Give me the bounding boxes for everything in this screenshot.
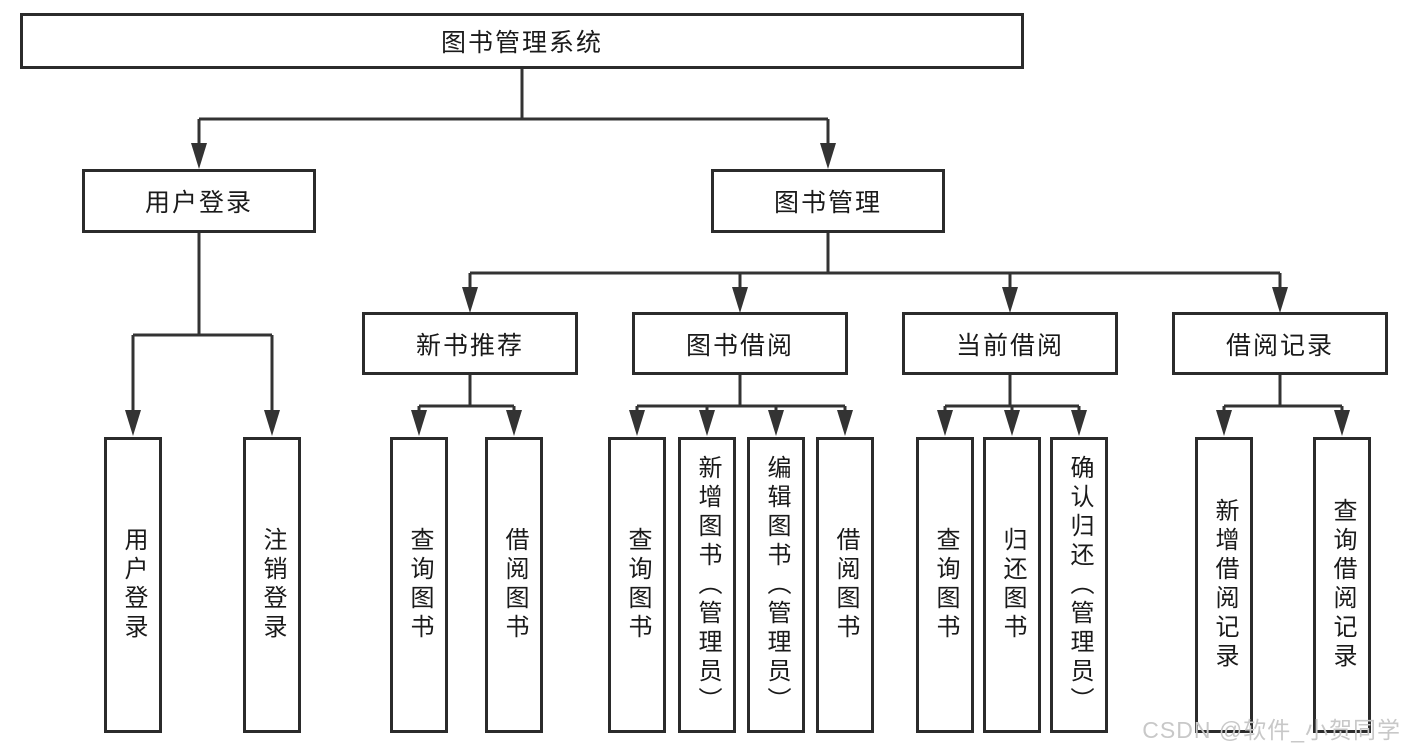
arrow-down-icon (1004, 410, 1020, 436)
arrow-down-icon (937, 410, 953, 436)
leaf-query-borrow-record: 查询借阅记录 (1313, 437, 1371, 733)
leaf-return-books-label: 归还图书 (999, 527, 1026, 643)
arrow-down-icon (699, 410, 715, 436)
arrow-down-icon (1216, 410, 1232, 436)
arrowheads (125, 143, 1350, 436)
leaf-borrow-books: 借阅图书 (816, 437, 874, 733)
leaf-user-login-label: 用户登录 (120, 527, 147, 643)
leaf-query-books-recommend: 查询图书 (390, 437, 448, 733)
leaf-edit-books-admin-label: 编辑图书（管理员） (763, 454, 790, 716)
leaf-query-books-borrowing: 查询图书 (608, 437, 666, 733)
csdn-watermark: CSDN @软件_小贺同学 (1142, 717, 1401, 743)
node-new-book-recommendation: 新书推荐 (362, 312, 578, 375)
leaf-query-books-current-label: 查询图书 (932, 527, 959, 643)
leaf-borrow-books-recommend: 借阅图书 (485, 437, 543, 733)
arrow-down-icon (629, 410, 645, 436)
leaf-edit-books-admin: 编辑图书（管理员） (747, 437, 805, 733)
node-borrowing-records: 借阅记录 (1172, 312, 1388, 375)
leaf-query-books-borrowing-label: 查询图书 (624, 527, 651, 643)
leaf-add-books-admin: 新增图书（管理员） (678, 437, 736, 733)
arrow-down-icon (411, 410, 427, 436)
arrow-down-icon (820, 143, 836, 169)
leaf-user-login: 用户登录 (104, 437, 162, 733)
arrow-down-icon (125, 410, 141, 436)
node-book-management: 图书管理 (711, 169, 945, 233)
node-library-management-system: 图书管理系统 (20, 13, 1024, 69)
connector-paths (131, 69, 1344, 412)
leaf-query-books-recommend-label: 查询图书 (406, 527, 433, 643)
leaf-add-books-admin-label: 新增图书（管理员） (694, 454, 721, 716)
arrow-down-icon (1272, 287, 1288, 313)
leaf-return-books: 归还图书 (983, 437, 1041, 733)
arrow-down-icon (1002, 287, 1018, 313)
node-book-borrowing: 图书借阅 (632, 312, 848, 375)
leaf-query-borrow-record-label: 查询借阅记录 (1329, 498, 1356, 672)
arrow-down-icon (1334, 410, 1350, 436)
arrow-down-icon (191, 143, 207, 169)
arrow-down-icon (768, 410, 784, 436)
leaf-borrow-books-recommend-label: 借阅图书 (501, 527, 528, 643)
arrow-down-icon (732, 287, 748, 313)
leaf-confirm-return-admin: 确认归还（管理员） (1050, 437, 1108, 733)
leaf-add-borrow-record: 新增借阅记录 (1195, 437, 1253, 733)
arrow-down-icon (264, 410, 280, 436)
leaf-confirm-return-admin-label: 确认归还（管理员） (1066, 454, 1093, 716)
node-user-login: 用户登录 (82, 169, 316, 233)
leaf-add-borrow-record-label: 新增借阅记录 (1211, 498, 1238, 672)
leaf-query-books-current: 查询图书 (916, 437, 974, 733)
node-current-borrowing: 当前借阅 (902, 312, 1118, 375)
arrow-down-icon (462, 287, 478, 313)
arrow-down-icon (506, 410, 522, 436)
leaf-logout-label: 注销登录 (259, 527, 286, 643)
leaf-logout: 注销登录 (243, 437, 301, 733)
arrow-down-icon (837, 410, 853, 436)
leaf-borrow-books-label: 借阅图书 (832, 527, 859, 643)
arrow-down-icon (1071, 410, 1087, 436)
